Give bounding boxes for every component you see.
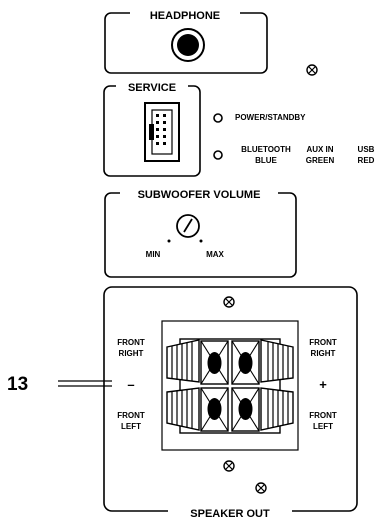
power-standby-label: POWER/STANDBY	[235, 113, 306, 122]
right-top-right-label: RIGHT	[311, 349, 336, 358]
left-bottom-left-label: LEFT	[121, 422, 141, 431]
speaker-terminal-block[interactable]	[161, 320, 299, 451]
speaker-out-label: SPEAKER OUT	[190, 508, 270, 520]
callout-13: 13	[7, 374, 112, 395]
service-section: SERVICE	[103, 81, 201, 177]
speaker-out-section: SPEAKER OUT FRONT RIGHT – FRONT LEFT FRO…	[103, 286, 358, 520]
subwoofer-box	[104, 192, 297, 278]
left-top-front-label: FRONT	[117, 338, 145, 347]
aux-in-color-label: GREEN	[306, 156, 335, 165]
headphone-jack[interactable]	[171, 28, 205, 62]
subwoofer-label: SUBWOOFER VOLUME	[138, 189, 261, 201]
screw-icon	[223, 296, 235, 308]
subwoofer-section: SUBWOOFER VOLUME MIN MAX	[104, 188, 297, 278]
left-bottom-front-label: FRONT	[117, 411, 145, 420]
right-top-front-label: FRONT	[309, 338, 337, 347]
screw-icon	[255, 482, 267, 494]
led-indicators: POWER/STANDBY BLUETOOTH BLUE AUX IN GREE…	[213, 113, 375, 165]
service-port[interactable]	[144, 102, 180, 162]
service-label: SERVICE	[128, 82, 176, 94]
headphone-section: HEADPHONE	[104, 8, 268, 74]
bluetooth-label: BLUETOOTH	[241, 145, 291, 154]
aux-in-label: AUX IN	[306, 145, 333, 154]
headphone-label: HEADPHONE	[150, 10, 220, 22]
screw-icon	[306, 64, 318, 76]
right-bottom-left-label: LEFT	[313, 422, 333, 431]
plus-sign-label: +	[319, 377, 327, 392]
max-label: MAX	[206, 250, 224, 259]
min-label: MIN	[146, 250, 161, 259]
bluetooth-color-label: BLUE	[255, 156, 277, 165]
callout-number: 13	[7, 374, 28, 395]
source-led-icon	[213, 150, 223, 160]
max-dot-icon	[199, 239, 203, 243]
usb-label: USB	[358, 145, 375, 154]
subwoofer-volume-knob[interactable]	[176, 214, 200, 238]
min-dot-icon	[167, 239, 171, 243]
right-bottom-front-label: FRONT	[309, 411, 337, 420]
screw-icon	[223, 460, 235, 472]
left-top-right-label: RIGHT	[119, 349, 144, 358]
usb-color-label: RED	[358, 156, 375, 165]
minus-sign-label: –	[127, 377, 134, 392]
power-led-icon	[213, 113, 223, 123]
